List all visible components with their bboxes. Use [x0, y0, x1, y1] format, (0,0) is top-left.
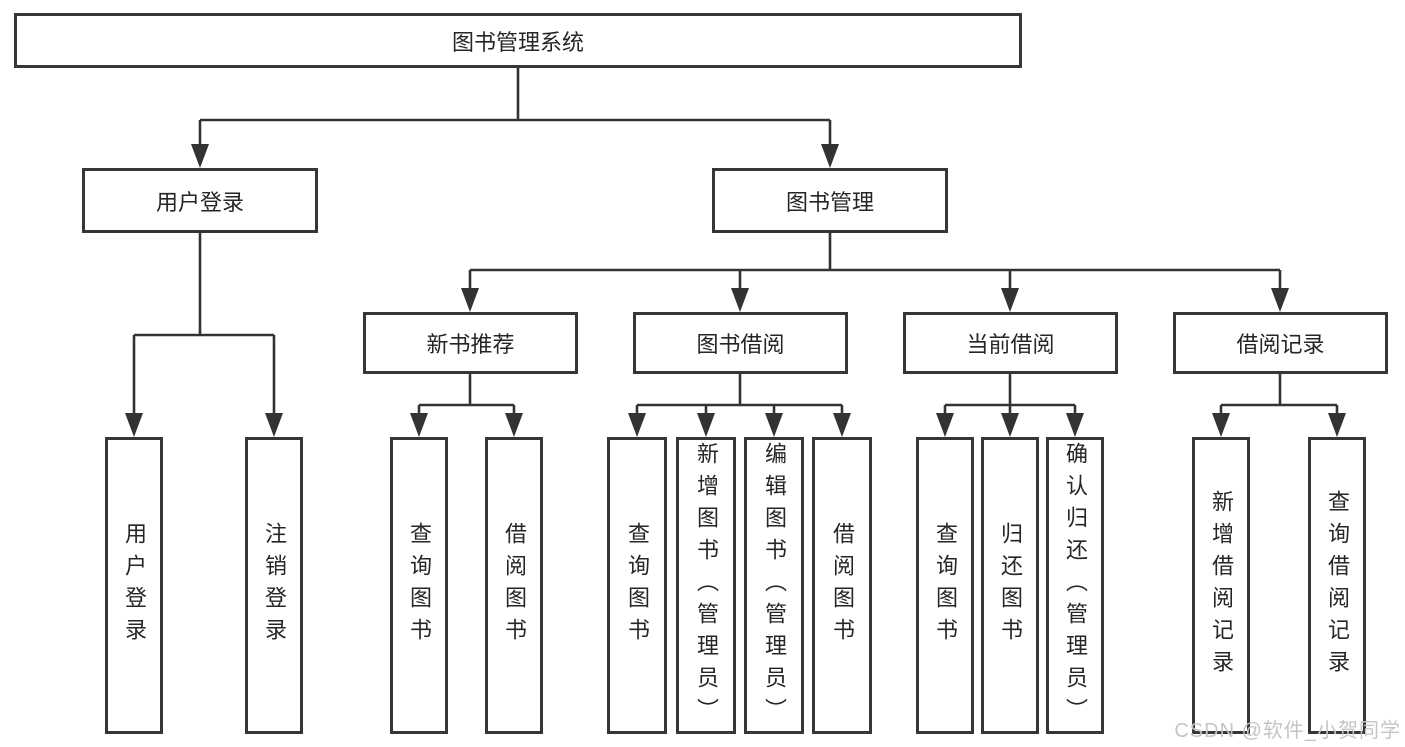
node-book-borrow: 图书借阅: [633, 312, 848, 374]
node-book-mgmt: 图书管理: [712, 168, 948, 233]
node-new-book-recommend: 新书推荐: [363, 312, 578, 374]
connector-book-borrow-branch: [628, 374, 851, 437]
node-logout-label: 注销登录: [262, 521, 287, 650]
node-borrow-borrow-book-label: 借阅图书: [830, 521, 855, 650]
node-records-add-record-label: 新增借阅记录: [1209, 489, 1234, 682]
node-newrec-query-book: 查询图书: [390, 437, 448, 734]
node-book-mgmt-label: 图书管理: [785, 189, 874, 215]
node-login-label: 用户登录: [122, 521, 147, 650]
node-current-borrow-label: 当前借阅: [966, 332, 1055, 357]
connector-root-to-level2: [191, 68, 839, 168]
node-newrec-borrow-book-label: 借阅图书: [502, 521, 527, 650]
node-borrow-add-book: 新增图书（管理员）: [676, 437, 736, 734]
node-current-return-book: 归还图书: [981, 437, 1039, 734]
node-borrow-records: 借阅记录: [1173, 312, 1388, 374]
node-borrow-borrow-book: 借阅图书: [812, 437, 872, 734]
node-records-query-record-label: 查询借阅记录: [1325, 489, 1350, 682]
node-newrec-borrow-book: 借阅图书: [485, 437, 543, 734]
node-login: 用户登录: [105, 437, 163, 734]
node-current-return-book-label: 归还图书: [998, 521, 1023, 650]
node-current-query-book: 查询图书: [916, 437, 974, 734]
node-current-confirm-return-label: 确认归还（管理员）: [1063, 441, 1088, 730]
node-borrow-edit-book: 编辑图书（管理员）: [744, 437, 804, 734]
node-root-label: 图书管理系统: [451, 29, 584, 55]
node-records-add-record: 新增借阅记录: [1192, 437, 1250, 734]
node-borrow-query-book: 查询图书: [607, 437, 667, 734]
node-records-query-record: 查询借阅记录: [1308, 437, 1366, 734]
node-newrec-query-book-label: 查询图书: [407, 521, 432, 650]
node-book-borrow-label: 图书借阅: [696, 332, 785, 357]
node-current-confirm-return: 确认归还（管理员）: [1046, 437, 1104, 734]
node-current-query-book-label: 查询图书: [933, 521, 958, 650]
connector-new-book-rec-branch: [410, 374, 523, 437]
connector-book-mgmt-to-level3: [461, 233, 1289, 312]
node-user-login: 用户登录: [82, 168, 318, 233]
connector-user-login-branch: [125, 233, 283, 437]
node-borrow-records-label: 借阅记录: [1236, 332, 1325, 357]
node-logout: 注销登录: [245, 437, 303, 734]
node-borrow-query-book-label: 查询图书: [625, 521, 650, 650]
node-new-book-recommend-label: 新书推荐: [426, 332, 515, 357]
node-borrow-edit-book-label: 编辑图书（管理员）: [762, 441, 787, 730]
connector-borrow-records-branch: [1212, 374, 1346, 437]
csdn-watermark: CSDN @软件_小贺同学: [1174, 720, 1401, 742]
node-borrow-add-book-label: 新增图书（管理员）: [694, 441, 719, 730]
node-root: 图书管理系统: [14, 13, 1022, 68]
node-current-borrow: 当前借阅: [903, 312, 1118, 374]
connector-current-borrow-branch: [936, 374, 1084, 437]
node-user-login-label: 用户登录: [155, 189, 244, 215]
